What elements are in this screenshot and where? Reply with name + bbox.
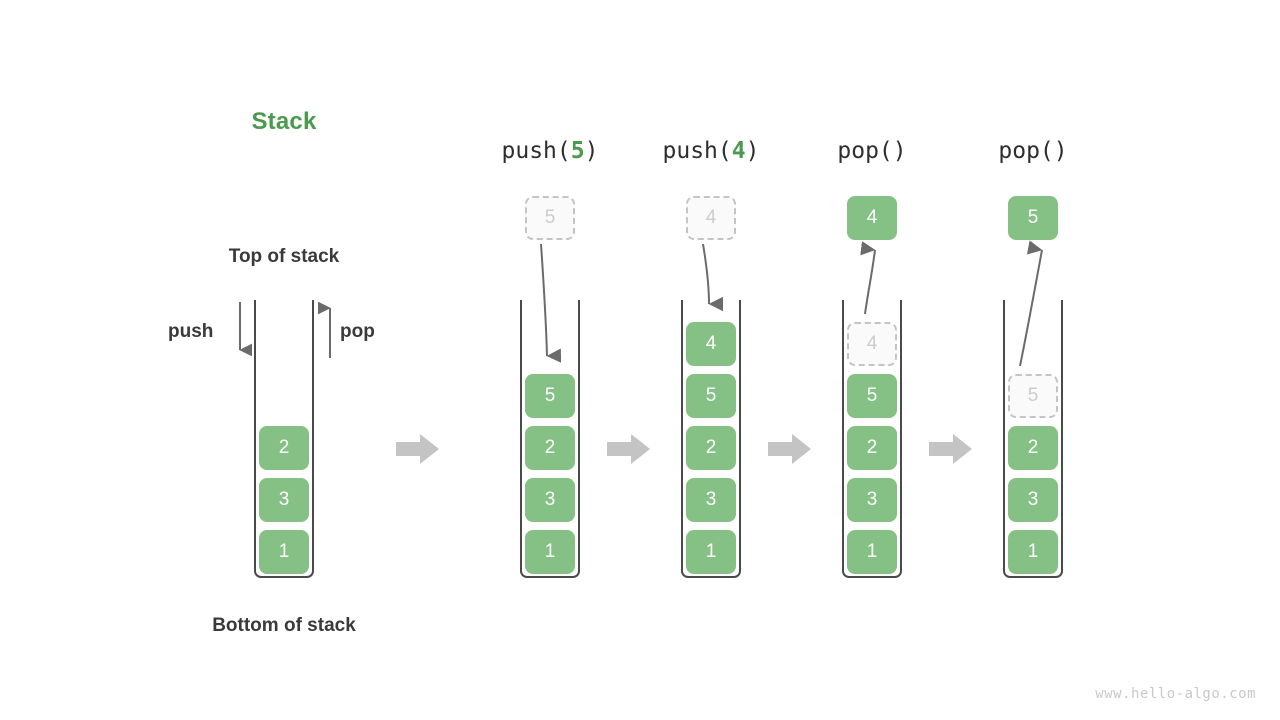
column-header-pop-2: pop() bbox=[973, 138, 1093, 164]
stack-cell: 1 bbox=[686, 530, 736, 574]
stack-column-pop-5: pop() 5 5 2 3 1 bbox=[973, 0, 1093, 720]
flow-arrow-icon bbox=[929, 434, 972, 464]
header-arg: 5 bbox=[570, 138, 585, 164]
stack-cell: 2 bbox=[686, 426, 736, 470]
pop-motion-arrow-icon bbox=[1019, 240, 1043, 367]
header-suffix: ) bbox=[892, 138, 907, 164]
stack-cell: 3 bbox=[686, 478, 736, 522]
stack-column-push-5: push(5) 5 5 2 3 1 bbox=[490, 0, 610, 720]
header-prefix: pop( bbox=[837, 138, 893, 164]
stack-cell: 5 bbox=[686, 374, 736, 418]
moving-cell: 5 bbox=[525, 196, 575, 240]
stack-cell: 5 bbox=[847, 374, 897, 418]
header-suffix: ) bbox=[745, 138, 760, 164]
stack-cell: 4 bbox=[686, 322, 736, 366]
stack-cell-ghost: 4 bbox=[847, 322, 897, 366]
stack-container bbox=[1003, 300, 1063, 578]
stack-container bbox=[520, 300, 580, 578]
push-label: push bbox=[168, 321, 214, 342]
stack-cell: 1 bbox=[847, 530, 897, 574]
stack-cell: 2 bbox=[1008, 426, 1058, 470]
top-of-stack-label: Top of stack bbox=[228, 246, 340, 267]
stack-cell-ghost: 5 bbox=[1008, 374, 1058, 418]
stack-cell: 1 bbox=[525, 530, 575, 574]
push-motion-arrow-icon bbox=[540, 243, 562, 363]
stack-container bbox=[254, 300, 314, 578]
moving-cell: 4 bbox=[686, 196, 736, 240]
stack-cell: 2 bbox=[525, 426, 575, 470]
stack-column-pop-4: pop() 4 4 5 2 3 1 bbox=[812, 0, 932, 720]
stack-cell: 1 bbox=[1008, 530, 1058, 574]
header-arg: 4 bbox=[731, 138, 746, 164]
stack-cell: 3 bbox=[525, 478, 575, 522]
flow-arrow-icon bbox=[768, 434, 811, 464]
pop-motion-arrow-icon bbox=[860, 241, 876, 315]
pop-label: pop bbox=[340, 321, 375, 342]
page-title: Stack bbox=[251, 108, 317, 135]
push-motion-arrow-icon bbox=[702, 243, 724, 312]
watermark: www.hello-algo.com bbox=[1095, 686, 1256, 702]
stack-cell: 3 bbox=[847, 478, 897, 522]
stack-cell: 1 bbox=[259, 530, 309, 574]
stack-cell: 2 bbox=[259, 426, 309, 470]
moving-cell: 4 bbox=[847, 196, 897, 240]
header-prefix: pop( bbox=[998, 138, 1054, 164]
column-header-push-4: push(4) bbox=[651, 138, 771, 164]
stack-cell: 5 bbox=[525, 374, 575, 418]
stack-cell: 2 bbox=[847, 426, 897, 470]
stack-container bbox=[842, 300, 902, 578]
stack-cell: 3 bbox=[1008, 478, 1058, 522]
stack-column-initial: 2 3 1 bbox=[224, 0, 344, 720]
header-prefix: push( bbox=[501, 138, 571, 164]
column-header-pop-1: pop() bbox=[812, 138, 932, 164]
stack-cell: 3 bbox=[259, 478, 309, 522]
stack-container bbox=[681, 300, 741, 578]
header-suffix: ) bbox=[1053, 138, 1068, 164]
stack-column-push-4: push(4) 4 4 5 2 3 1 bbox=[651, 0, 771, 720]
column-header-push-5: push(5) bbox=[490, 138, 610, 164]
header-suffix: ) bbox=[584, 138, 599, 164]
bottom-of-stack-label: Bottom of stack bbox=[212, 615, 356, 636]
header-prefix: push( bbox=[662, 138, 732, 164]
moving-cell: 5 bbox=[1008, 196, 1058, 240]
push-arrow-icon bbox=[239, 302, 252, 357]
flow-arrow-icon bbox=[607, 434, 650, 464]
flow-arrow-icon bbox=[396, 434, 439, 464]
pop-arrow-icon bbox=[318, 301, 331, 358]
